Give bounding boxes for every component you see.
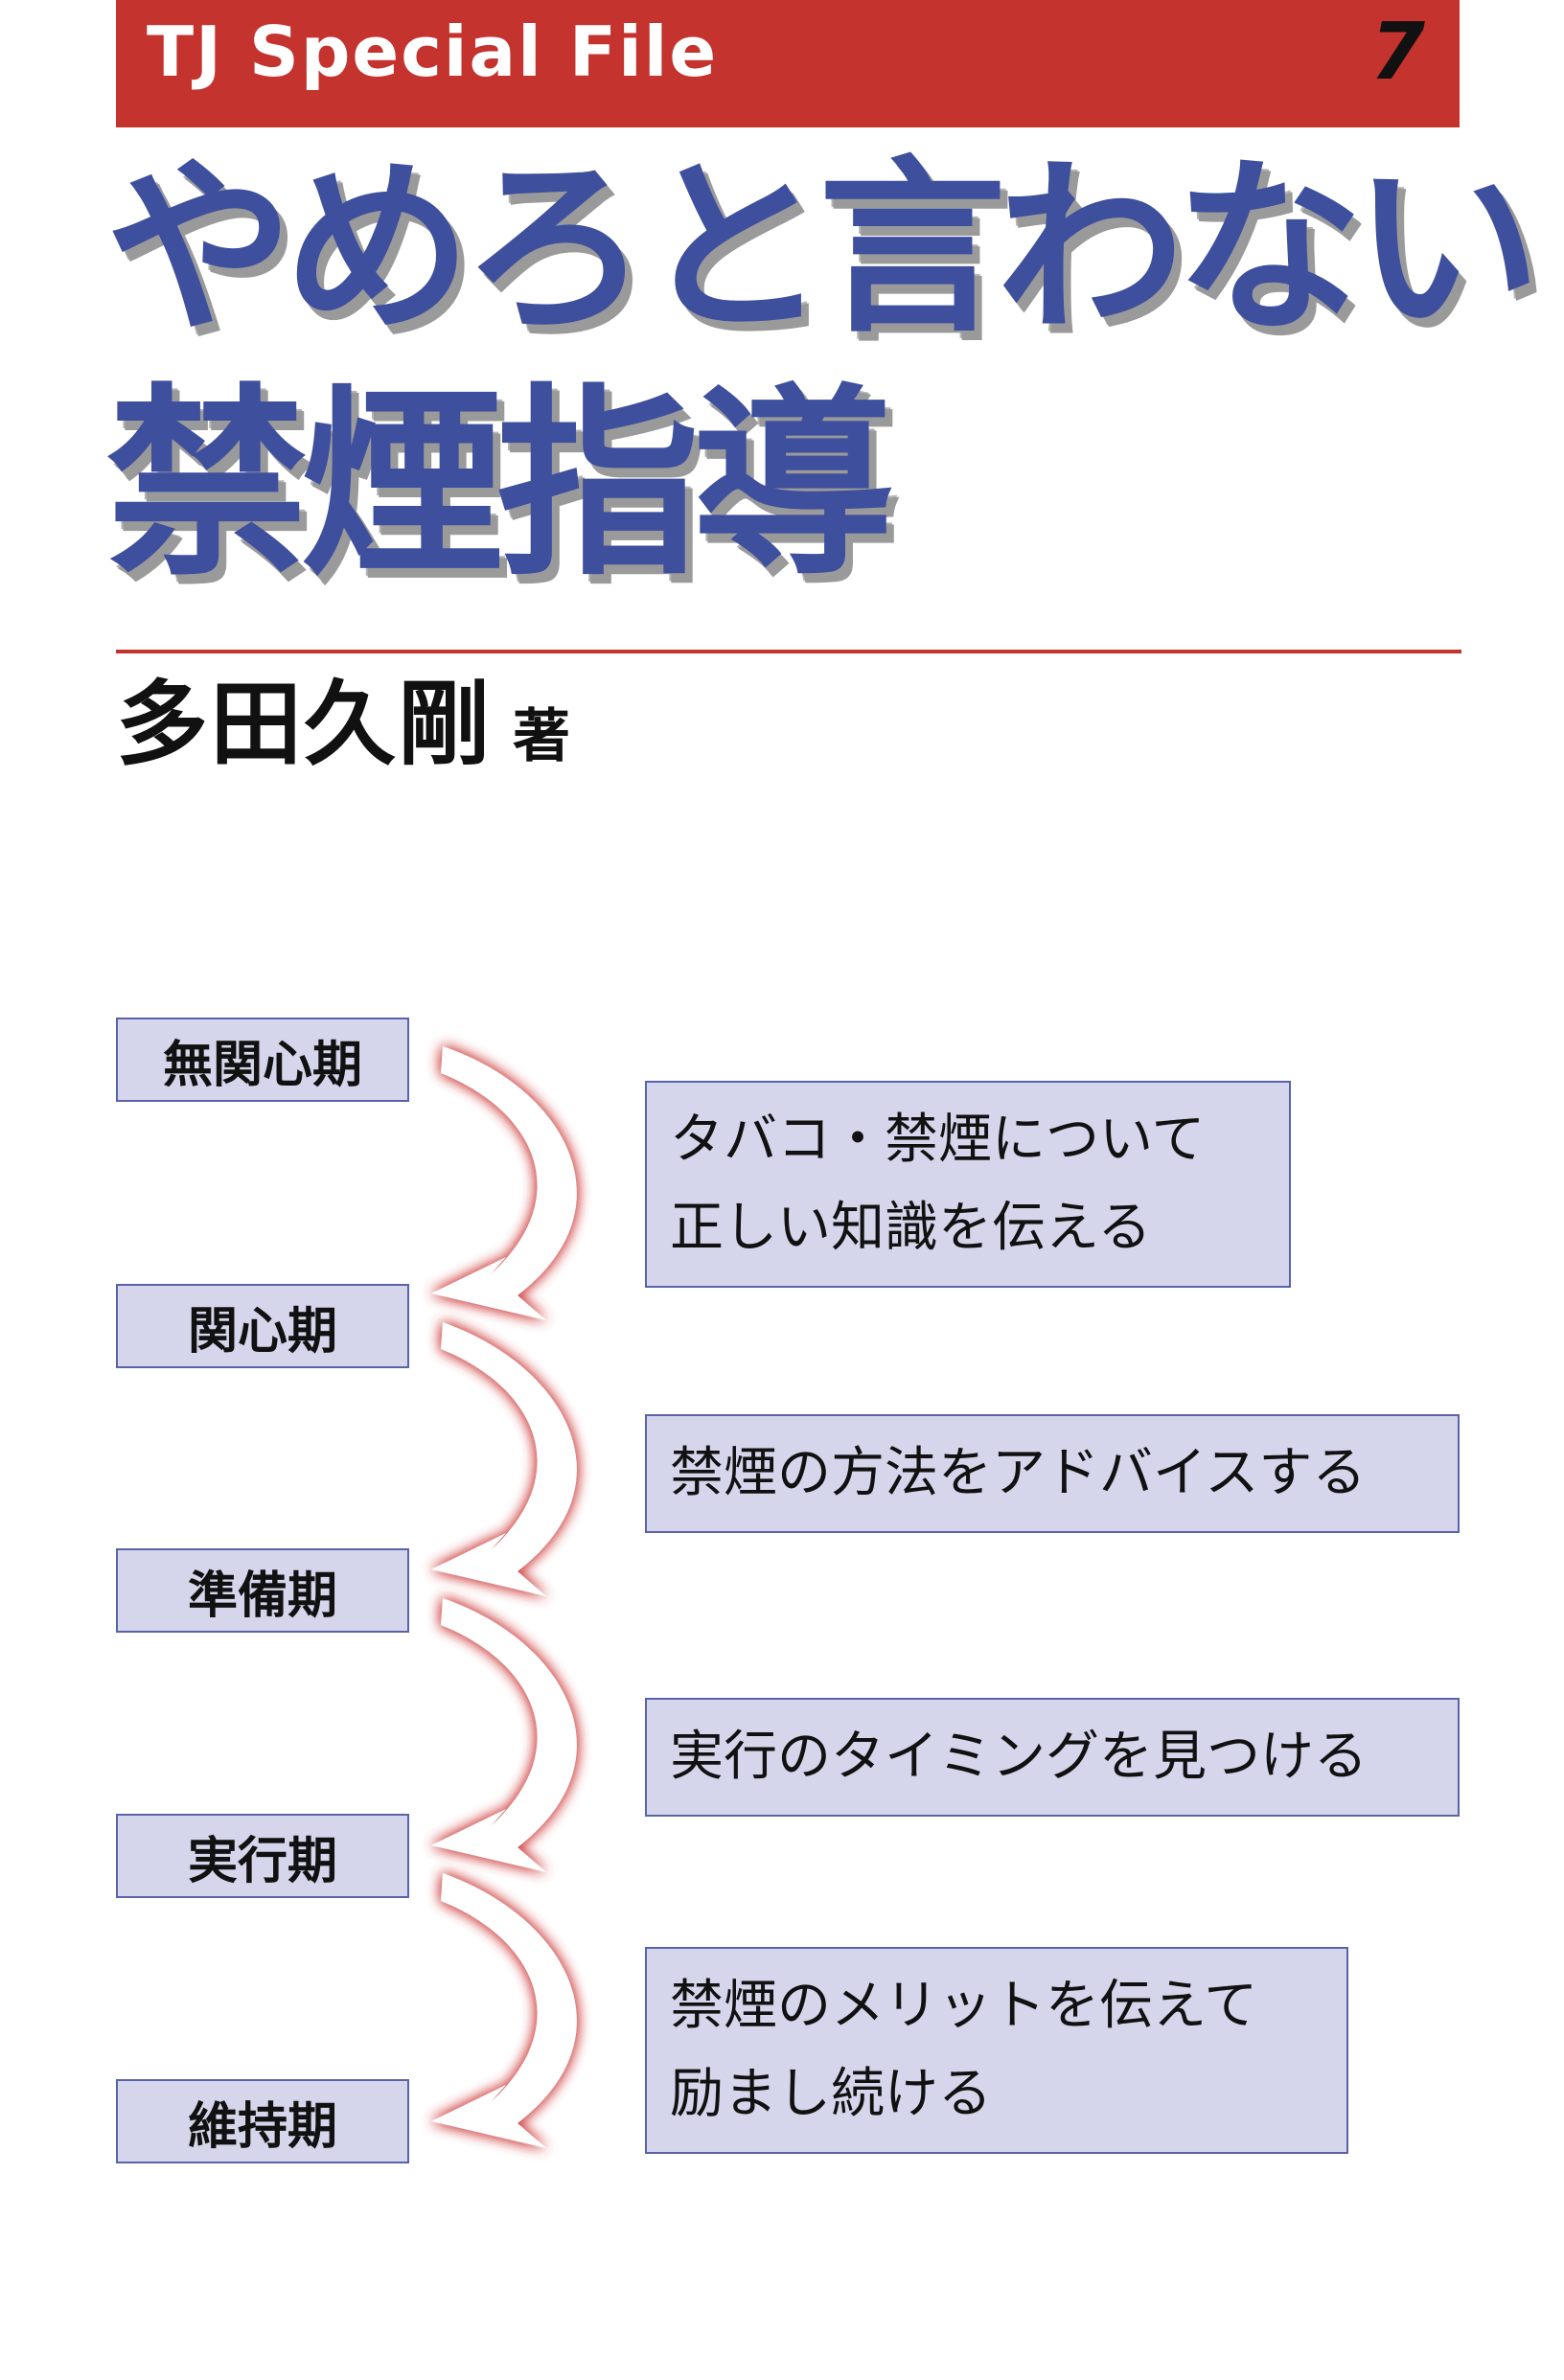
stage-arrow-2 — [431, 1322, 577, 1596]
stage-arrow-4 — [431, 1873, 577, 2148]
volume-number: 7 — [1369, 7, 1425, 98]
action-box-advice: 禁煙の方法をアドバイスする — [645, 1414, 1460, 1533]
action-box-timing-line-1: 実行のタイミングを見つける — [670, 1726, 1368, 1788]
action-box-encourage-line-1: 禁煙のメリットを伝えて — [670, 1975, 1258, 2037]
stage-precontemplation: 無関心期 — [116, 1018, 409, 1102]
action-box-timing: 実行のタイミングを見つける — [645, 1698, 1460, 1817]
stage-contemplation: 関心期 — [116, 1284, 409, 1368]
title-divider — [116, 650, 1461, 653]
stage-arrow-1 — [431, 1046, 577, 1320]
series-banner: TJ Special File 7 — [116, 0, 1460, 127]
action-box-knowledge-line-2: 正しい知識を伝える — [670, 1197, 1152, 1259]
action-box-encourage-line-2: 励まし続ける — [670, 2063, 992, 2125]
author-name: 多田久剛 — [116, 671, 492, 778]
action-box-knowledge: タバコ・禁煙について 正しい知識を伝える — [645, 1081, 1291, 1288]
author-line: 多田久剛著 — [116, 678, 570, 770]
author-suffix: 著 — [513, 703, 570, 770]
stage-maintenance: 維持期 — [116, 2079, 409, 2163]
action-box-encourage: 禁煙のメリットを伝えて 励まし続ける — [645, 1947, 1348, 2154]
stage-arrow-3 — [431, 1598, 577, 1872]
stage-preparation: 準備期 — [116, 1548, 409, 1633]
book-title-line-1: やめろと言わない — [102, 140, 1545, 358]
action-box-knowledge-line-1: タバコ・禁煙について — [670, 1109, 1206, 1171]
series-title: TJ Special File — [147, 11, 719, 92]
book-title-line-2: 禁煙指導 — [102, 366, 899, 603]
stage-action: 実行期 — [116, 1814, 409, 1898]
action-box-advice-line-1: 禁煙の方法をアドバイスする — [670, 1442, 1367, 1504]
